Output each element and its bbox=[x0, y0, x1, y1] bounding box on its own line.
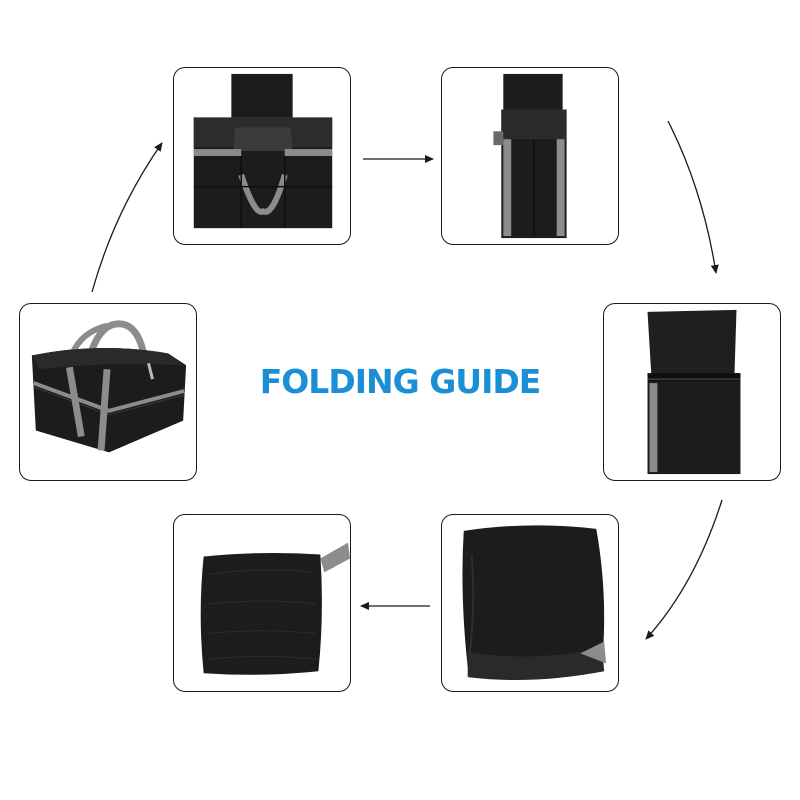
arrow-4-to-5 bbox=[645, 499, 723, 640]
step-2-panel bbox=[173, 67, 351, 245]
arrow-1-to-2 bbox=[91, 142, 163, 293]
folding-guide-title: FOLDING GUIDE bbox=[259, 362, 542, 401]
bag-packed-pouch-icon bbox=[200, 542, 350, 675]
bag-flattened-icon bbox=[193, 73, 333, 229]
bag-folded-in-half-icon bbox=[647, 309, 741, 475]
arrow-3-to-4 bbox=[667, 120, 719, 274]
bag-rolled-icon bbox=[462, 525, 607, 681]
bag-sides-folded-icon bbox=[493, 73, 567, 239]
duffel-bag-open-icon bbox=[31, 320, 187, 453]
step-1-panel bbox=[19, 303, 197, 481]
step-5-panel bbox=[441, 514, 619, 692]
step-6-panel bbox=[173, 514, 351, 692]
step-4-panel bbox=[603, 303, 781, 481]
step-3-panel bbox=[441, 67, 619, 245]
